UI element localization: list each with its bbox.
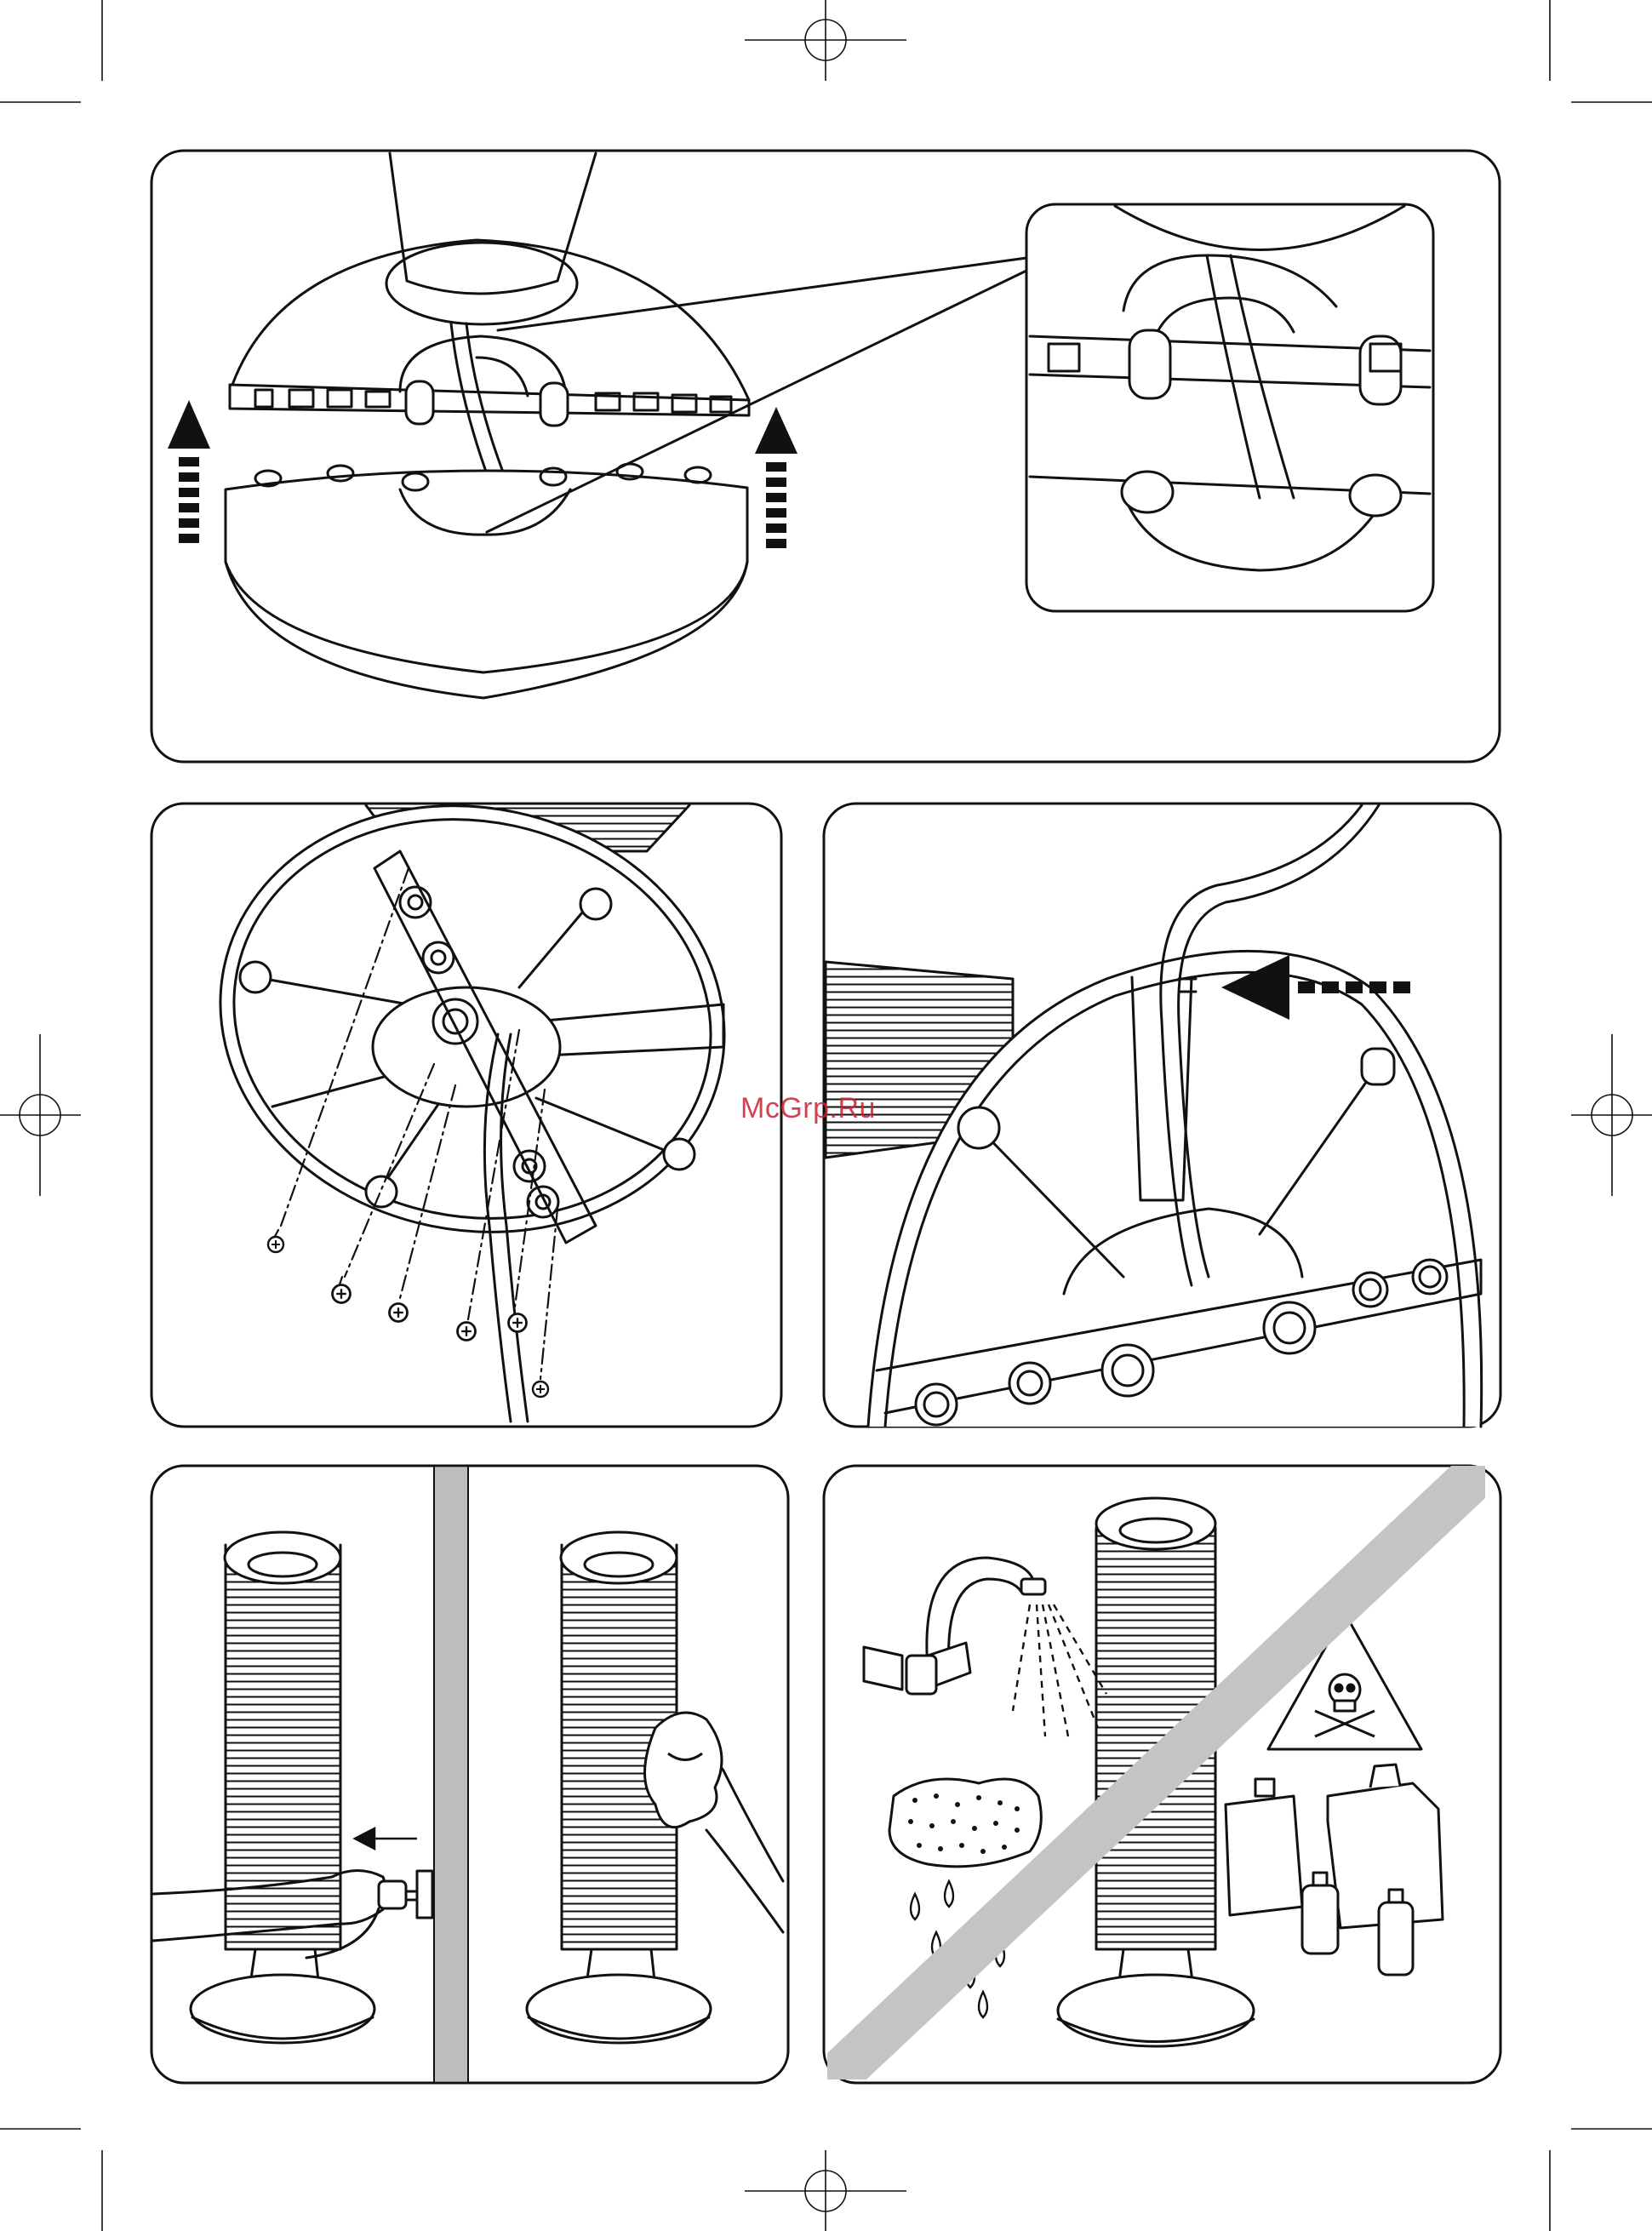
registration-mark-top	[745, 0, 906, 81]
registration-mark-right	[1571, 1034, 1652, 1196]
watermark: McGrp.Ru	[740, 1092, 928, 1135]
registration-mark-left	[0, 1034, 81, 1196]
panel-base-assembly	[151, 151, 1500, 762]
zoom-detail-icon	[1026, 204, 1433, 611]
sponge-icon	[889, 1779, 1041, 1867]
cloth-icon	[645, 1713, 723, 1828]
registration-mark-bottom	[745, 2150, 906, 2231]
